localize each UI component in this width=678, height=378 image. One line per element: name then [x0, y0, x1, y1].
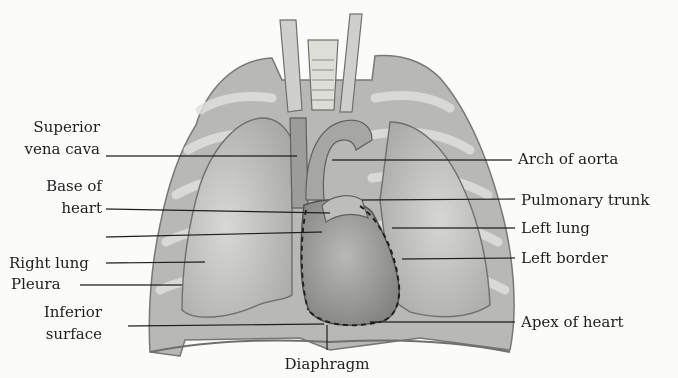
- trachea: [280, 14, 362, 112]
- label-pulmonary-trunk: Pulmonary trunk: [521, 189, 649, 211]
- label-base-of-heart-line1: Base of: [6, 175, 102, 197]
- label-superior-vena-cava-line2: vena cava: [6, 138, 100, 160]
- label-diaphragm: Diaphragm: [262, 353, 392, 375]
- label-left-lung: Left lung: [521, 217, 590, 239]
- label-base-of-heart: Base of heart: [6, 175, 102, 219]
- label-inferior-surface-line2: surface: [6, 323, 102, 345]
- label-inferior-surface-line1: Inferior: [6, 301, 102, 323]
- label-left-border: Left border: [521, 247, 608, 269]
- label-base-of-heart-line2: heart: [6, 197, 102, 219]
- label-superior-vena-cava-line1: Superior: [6, 116, 100, 138]
- superior-vena-cava: [290, 118, 308, 208]
- label-right-lung: Right lung: [9, 252, 89, 274]
- label-pleura: Pleura: [11, 273, 61, 295]
- label-superior-vena-cava: Superior vena cava: [6, 116, 100, 160]
- label-arch-of-aorta: Arch of aorta: [518, 148, 618, 170]
- label-inferior-surface: Inferior surface: [6, 301, 102, 345]
- label-apex-of-heart: Apex of heart: [521, 311, 624, 333]
